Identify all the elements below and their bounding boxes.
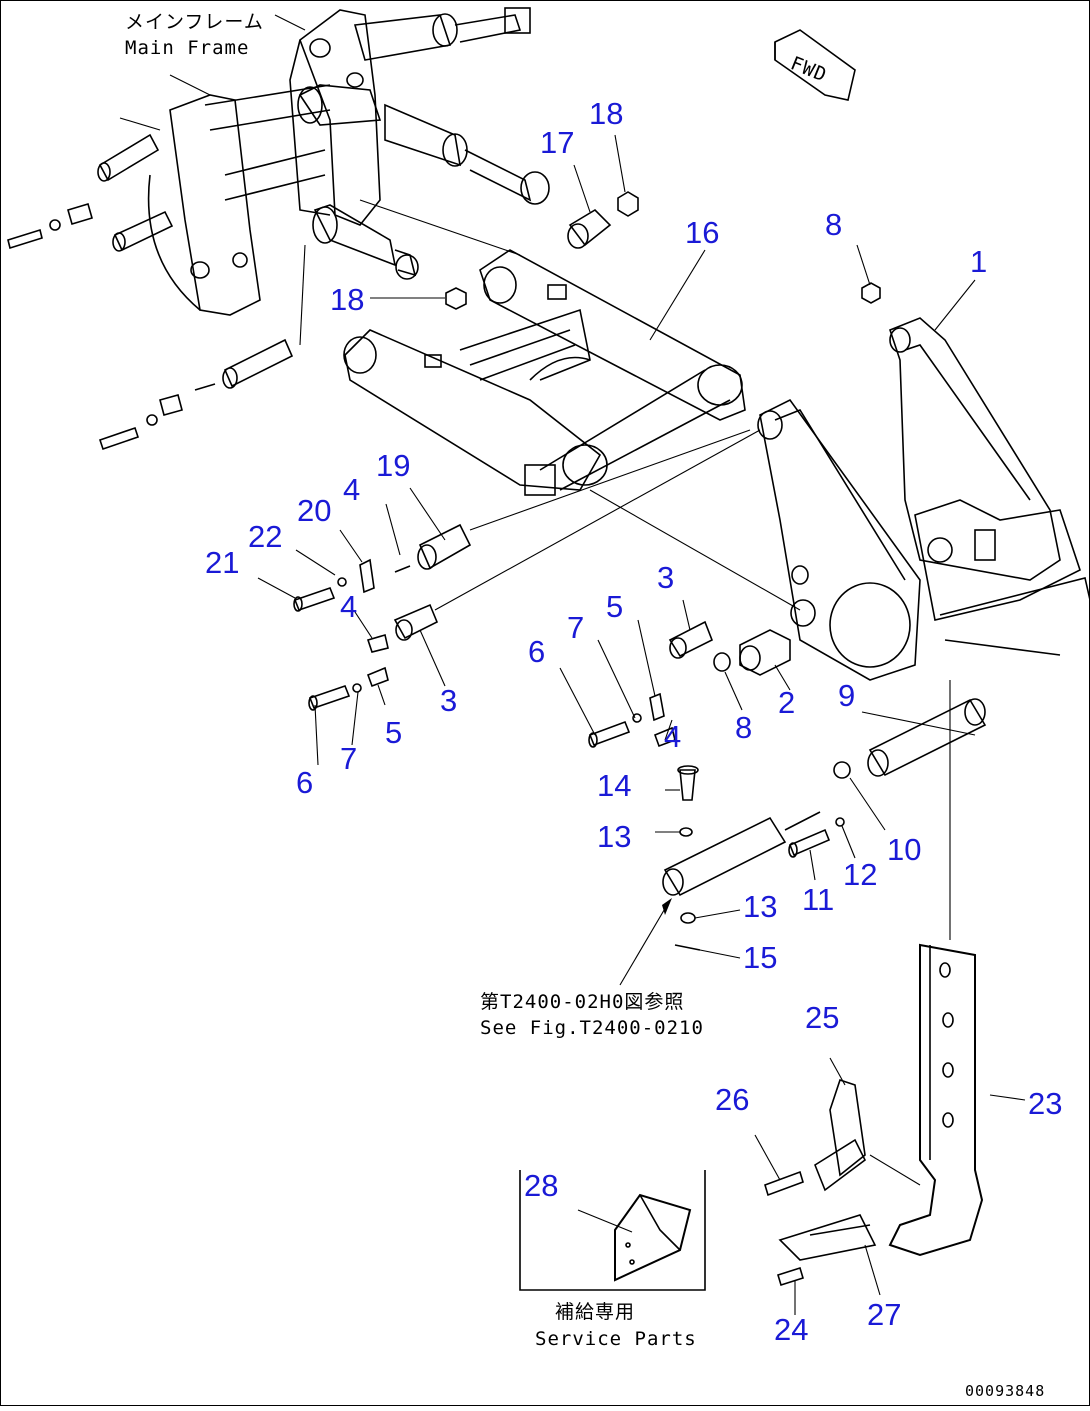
callout-5: 5 [385,715,402,750]
callouts: 1 2 3 3 4 4 4 5 5 6 6 7 7 8 8 9 10 11 12… [205,96,1062,1347]
callout-22: 22 [248,519,282,554]
see-fig-label-jp: 第T2400-02H0図参照 [480,991,684,1013]
annotations: メインフレーム Main Frame 第T2400-02H0図参照 See Fi… [125,11,1045,1400]
service-parts-label-en: Service Parts [535,1328,697,1350]
shank [754,943,1026,1315]
callout-12: 12 [843,857,877,892]
hardware [257,134,976,881]
fwd-indicator: FWD [774,29,856,101]
ripper-beam [434,317,1090,940]
drawing-number: 00093848 [965,1382,1045,1400]
callout-19: 19 [376,448,410,483]
callout-21: 21 [205,545,239,580]
main-frame [7,7,550,451]
callout-1: 1 [970,244,987,279]
callout-28: 28 [524,1168,558,1203]
callout-8: 8 [735,710,752,745]
see-fig-label-en: See Fig.T2400-0210 [480,1017,704,1039]
callout-20: 20 [297,493,331,528]
callout-27: 27 [867,1297,901,1332]
callout-6: 6 [528,634,545,669]
callout-3: 3 [440,683,457,718]
callout-3: 3 [657,560,674,595]
fwd-label: FWD [787,52,830,86]
callout-24: 24 [774,1312,808,1347]
callout-5: 5 [606,589,623,624]
callout-17: 17 [540,125,574,160]
link-assembly [619,765,821,986]
main-frame-label-en: Main Frame [125,37,249,59]
pins-bushings [393,191,987,779]
tool-frame [343,249,746,496]
callout-9: 9 [838,678,855,713]
callout-15: 15 [743,940,777,975]
callout-13: 13 [743,889,777,924]
callout-7: 7 [340,741,357,776]
callout-4: 4 [343,472,360,507]
callout-18: 18 [330,282,364,317]
callout-23: 23 [1028,1086,1062,1121]
callout-18: 18 [589,96,623,131]
service-parts-box [519,1170,706,1291]
callout-11: 11 [802,882,834,917]
service-parts-label-jp: 補給専用 [555,1301,635,1323]
callout-4: 4 [664,719,681,754]
callout-13: 13 [597,819,631,854]
callout-16: 16 [685,215,719,250]
callout-8: 8 [825,207,842,242]
main-frame-label-jp: メインフレーム [125,11,264,33]
callout-7: 7 [567,610,584,645]
callout-6: 6 [296,765,313,800]
callout-14: 14 [597,768,631,803]
callout-4: 4 [340,589,357,624]
callout-2: 2 [778,685,795,720]
callout-10: 10 [887,832,921,867]
callout-25: 25 [805,1000,839,1035]
callout-26: 26 [715,1082,749,1117]
